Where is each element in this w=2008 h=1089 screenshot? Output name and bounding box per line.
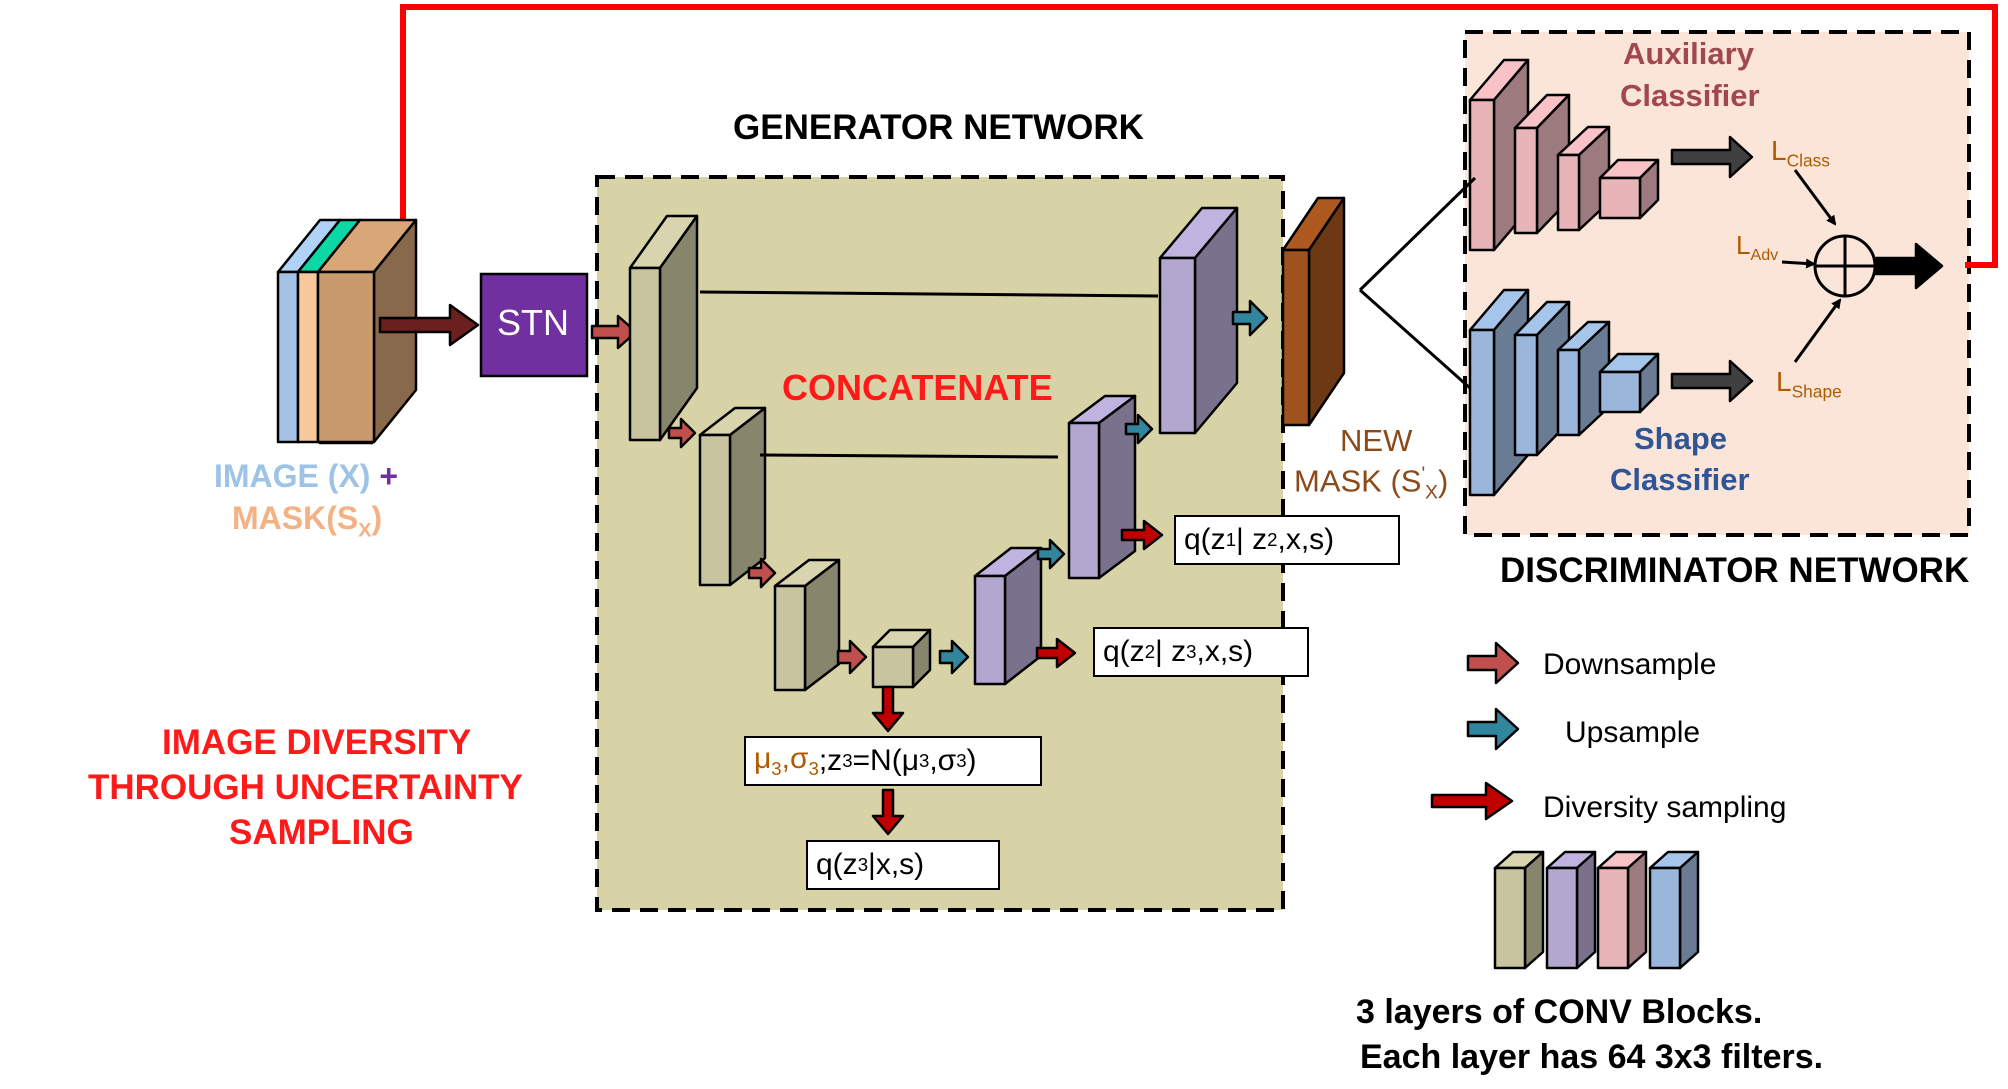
input-layer-2 bbox=[316, 270, 376, 444]
input-mask-caption: MASK(SX) bbox=[232, 502, 382, 541]
legend-diversity-arrow bbox=[1430, 781, 1514, 821]
diversity-title-line3: SAMPLING bbox=[229, 813, 414, 852]
upsample-arrow-3 bbox=[1124, 413, 1154, 445]
shape-block-1 bbox=[1468, 328, 1496, 497]
concatenate-label: CONCATENATE bbox=[782, 367, 1053, 408]
downsample-arrow-3 bbox=[836, 639, 868, 675]
legend-aux-block-side bbox=[1626, 850, 1648, 970]
input-mask-sub: X bbox=[358, 519, 372, 542]
ladv-to-sum-arrow bbox=[1781, 258, 1816, 269]
loss-shape: LShape bbox=[1776, 366, 1842, 402]
diversity-arrow-down-2 bbox=[871, 788, 905, 836]
generator-title: GENERATOR NETWORK bbox=[733, 108, 1144, 147]
legend-diversity: Diversity sampling bbox=[1543, 791, 1787, 824]
mask-to-aux-line bbox=[1358, 176, 1477, 292]
legend-aux-block bbox=[1596, 866, 1630, 970]
loss-class: LClass bbox=[1771, 135, 1830, 171]
discriminator-title: DISCRIMINATOR NETWORK bbox=[1500, 551, 1970, 590]
input-mask-label: MASK(S bbox=[232, 500, 359, 536]
shape-block-4 bbox=[1598, 370, 1642, 414]
diversity-arrow-down-1 bbox=[871, 685, 905, 733]
sum-output-arrow bbox=[1874, 242, 1944, 290]
diversity-title-line1: IMAGE DIVERSITY bbox=[162, 723, 472, 762]
feedback-loop-line bbox=[390, 4, 1998, 316]
aux-block-3 bbox=[1556, 153, 1581, 232]
mask-to-shape-line bbox=[1359, 288, 1471, 390]
legend-downsample-arrow bbox=[1466, 641, 1520, 685]
new-mask-line2: MASK (S'X) bbox=[1294, 465, 1448, 503]
input-plus-label: + bbox=[379, 458, 399, 494]
input-layer-1 bbox=[296, 270, 320, 444]
encoder-block-1 bbox=[628, 266, 662, 442]
diversity-arrow-1 bbox=[1120, 519, 1164, 551]
input-mask-close: ) bbox=[371, 500, 383, 536]
decoder-block-2 bbox=[1067, 421, 1101, 580]
upsample-arrow-1 bbox=[938, 639, 970, 675]
lshape-to-sum-arrow bbox=[1793, 298, 1842, 363]
bottleneck-block bbox=[871, 645, 915, 689]
encoder-block-3 bbox=[773, 584, 807, 692]
encoder-block-2-side bbox=[728, 406, 767, 587]
lclass-to-sum-arrow bbox=[1793, 169, 1837, 226]
legend-shape-block-side bbox=[1678, 850, 1700, 970]
input-to-stn-arrow bbox=[378, 303, 480, 347]
legend-encoder-block-side bbox=[1523, 850, 1545, 970]
new-mask-line1: NEW bbox=[1340, 423, 1413, 458]
input-image-label: IMAGE (X) bbox=[214, 458, 371, 494]
new-mask-sub: X bbox=[1425, 482, 1438, 504]
legend-downsample: Downsample bbox=[1543, 648, 1717, 681]
skip-connection-1 bbox=[699, 290, 1159, 298]
legend-encoder-block bbox=[1493, 866, 1527, 970]
new-mask-prime: ' bbox=[1421, 464, 1426, 485]
shape-block-3 bbox=[1556, 348, 1581, 437]
input-layer-0 bbox=[276, 270, 300, 444]
stn-to-encoder-arrow bbox=[590, 314, 638, 350]
aux-to-loss-arrow bbox=[1670, 135, 1754, 179]
skip-connection-2 bbox=[759, 453, 1059, 459]
downsample-arrow-1 bbox=[667, 417, 697, 449]
aux-block-2 bbox=[1513, 126, 1539, 235]
conv-caption-line2: Each layer has 64 3x3 filters. bbox=[1360, 1038, 1824, 1076]
new-mask-block bbox=[1281, 248, 1311, 427]
conv-caption-line1: 3 layers of CONV Blocks. bbox=[1356, 993, 1763, 1031]
aux-classifier-line2: Classifier bbox=[1620, 78, 1760, 113]
new-mask-close: ) bbox=[1437, 463, 1449, 499]
stn-block bbox=[479, 272, 589, 378]
shape-to-loss-arrow bbox=[1670, 359, 1754, 403]
shape-classifier-line1: Shape bbox=[1634, 421, 1728, 456]
diversity-title-line2: THROUGH UNCERTAINTY bbox=[88, 768, 523, 807]
legend-upsample: Upsample bbox=[1565, 716, 1701, 749]
new-mask-label: MASK (S bbox=[1294, 463, 1422, 499]
shape-block-2 bbox=[1513, 333, 1539, 457]
encoder-block-2 bbox=[698, 433, 732, 587]
legend-upsample-arrow bbox=[1466, 707, 1520, 751]
legend-decoder-block bbox=[1545, 866, 1579, 970]
aux-block-1 bbox=[1468, 98, 1496, 252]
input-caption: IMAGE (X) + bbox=[214, 460, 398, 492]
loss-adv: LAdv bbox=[1736, 230, 1779, 265]
aux-block-4 bbox=[1598, 176, 1642, 220]
aux-classifier-line1: Auxiliary bbox=[1623, 36, 1754, 71]
diversity-arrow-2 bbox=[1035, 637, 1077, 669]
legend-shape-block bbox=[1648, 866, 1682, 970]
legend-decoder-block-side bbox=[1575, 850, 1597, 970]
stn-label: STN bbox=[497, 302, 569, 343]
decoder-block-3 bbox=[973, 574, 1007, 686]
decoder-block-1 bbox=[1158, 256, 1197, 435]
shape-classifier-line2: Classifier bbox=[1610, 462, 1750, 497]
downsample-arrow-2 bbox=[747, 557, 777, 589]
upsample-arrow-2 bbox=[1036, 538, 1066, 570]
upsample-arrow-4 bbox=[1231, 299, 1269, 337]
